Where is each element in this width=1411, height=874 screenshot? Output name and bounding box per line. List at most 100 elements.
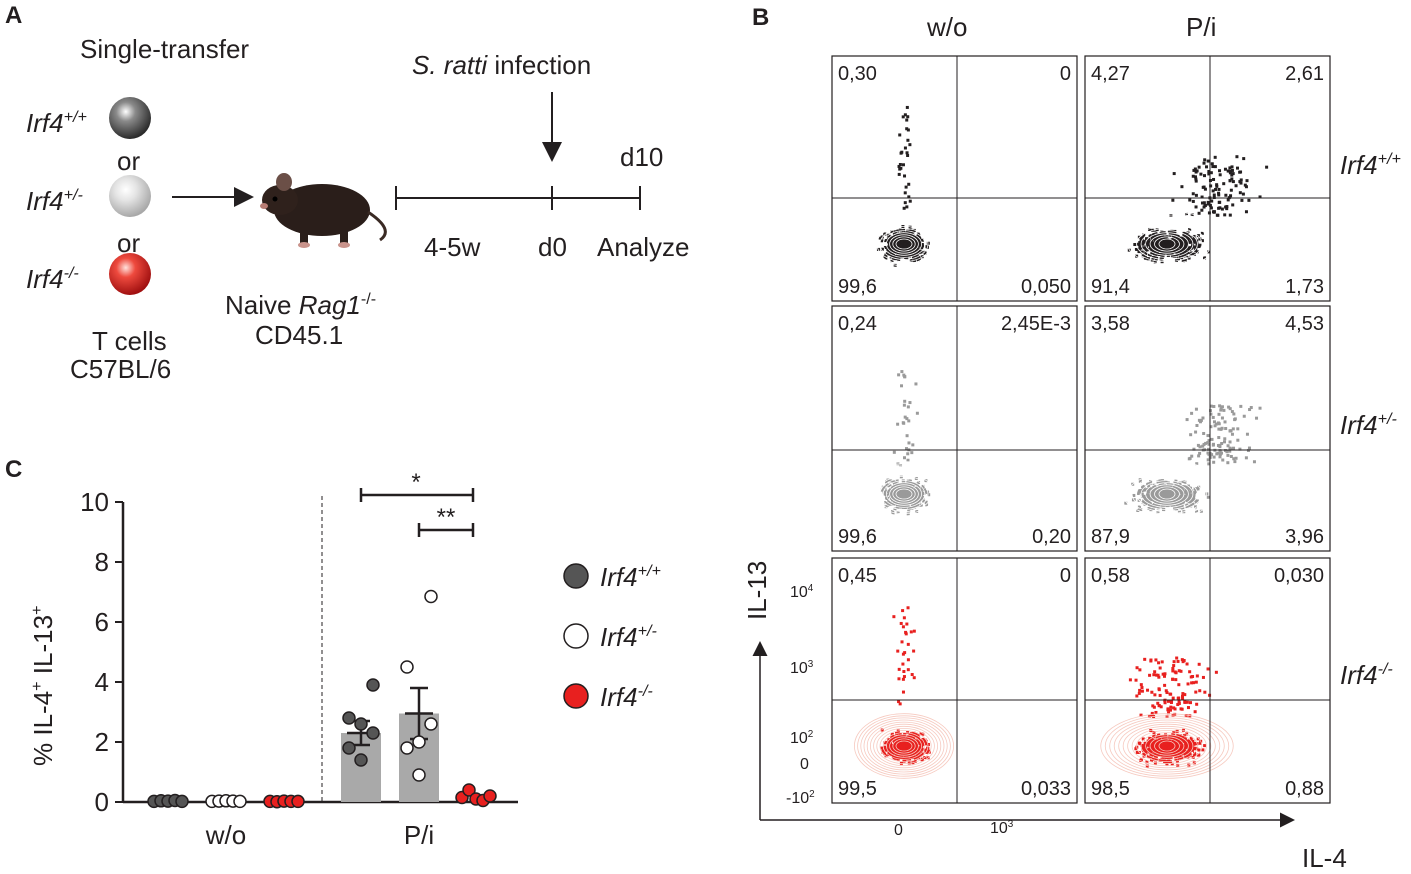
row-label-wt: Irf4+/+: [1340, 150, 1401, 180]
flow-xtick-10-3: 103: [990, 818, 1014, 837]
timeline-d10: d10: [620, 142, 664, 172]
c-ytick-10: 10: [80, 487, 109, 517]
c-point-0-1-2: [354, 753, 368, 767]
flow-panel-1: 4,27 2,61 91,4 1,73: [1084, 55, 1331, 302]
legend-marker-2: [563, 683, 589, 709]
strain-label: C57BL/6: [70, 354, 172, 384]
flow-ytick-0: 0: [800, 756, 809, 773]
panel-c-letter: C: [5, 456, 23, 483]
cells-label: T cells: [92, 326, 167, 356]
cell-icon-het: [109, 175, 151, 217]
quadrant-value-5-lr: 0,88: [1285, 778, 1324, 800]
quadrant-value-3-ul: 3,58: [1091, 313, 1130, 335]
legend-marker-0: [563, 563, 589, 589]
c-sig-star-2: **: [437, 504, 456, 531]
quadrant-value-2-ll: 99,6: [838, 526, 877, 548]
recipient-label: Naive Rag1-/-: [225, 290, 377, 320]
panel-a-letter: A: [5, 2, 23, 29]
timeline-d0: d0: [538, 232, 567, 262]
timeline-analyze: Analyze: [597, 232, 690, 262]
cell-icon-wt: [109, 97, 151, 139]
col-header-wo: w/o: [927, 12, 968, 42]
c-point-1-1-5: [412, 768, 426, 782]
c-ytick-6: 6: [95, 607, 109, 637]
flow-ytick-10-3: 103: [790, 658, 814, 677]
c-point-2-1-1: [462, 783, 476, 797]
quadrant-value-3-ur: 4,53: [1285, 313, 1324, 335]
c-point-1-1-3: [424, 717, 438, 731]
quadrant-value-5-ur: 0,030: [1274, 565, 1324, 587]
x-axis-il4: IL-4: [1302, 843, 1347, 873]
quadrant-value-2-ur: 2,45E-3: [1001, 313, 1071, 335]
legend-label-het: Irf4+/-: [600, 622, 657, 652]
c-ytick-4: 4: [95, 667, 109, 697]
genotype-label-wt: Irf4+/+: [26, 108, 87, 138]
row-label-ko: Irf4-/-: [1340, 660, 1393, 690]
c-point-0-0-4: [175, 794, 189, 809]
c-ytick-0: 0: [95, 787, 109, 817]
genotype-label-ko: Irf4-/-: [26, 264, 79, 294]
flow-panel-4: 0,45 0 99,5 0,033: [831, 557, 1078, 804]
flow-panel-3: 3,58 4,53 87,9 3,96: [1084, 305, 1331, 552]
genotype-label-het: Irf4+/-: [26, 186, 83, 216]
c-point-0-1-3: [366, 726, 380, 740]
quadrant-value-4-lr: 0,033: [1021, 778, 1071, 800]
quadrant-value-1-ul: 4,27: [1091, 63, 1130, 85]
flow-panel-2: 0,24 2,45E-3 99,6 0,20: [831, 305, 1078, 552]
c-point-0-1-0: [342, 711, 356, 725]
infection-label: S. ratti infection: [412, 50, 592, 80]
panel-a-schematic: [109, 92, 641, 295]
flow-ytick-neg: -102: [786, 788, 815, 807]
row-label-het: Irf4+/-: [1340, 410, 1397, 440]
recipient-marker-label: CD45.1: [255, 320, 344, 350]
flow-panel-5: 0,58 0,030 98,5 0,88: [1084, 557, 1331, 804]
or-label-1: or: [117, 146, 141, 176]
quadrant-value-2-lr: 0,20: [1032, 526, 1071, 548]
quadrant-value-5-ul: 0,58: [1091, 565, 1130, 587]
c-ytick-8: 8: [95, 547, 109, 577]
timeline-4-5w: 4-5w: [424, 232, 481, 262]
mouse-icon: [260, 173, 387, 248]
quadrant-value-3-lr: 3,96: [1285, 526, 1324, 548]
flow-cytometry-grid: 0,30 0 99,6 0,050 4,27 2,61 91,4 1,73 0,24 2,45E-…: [752, 55, 1331, 828]
quadrant-value-0-lr: 0,050: [1021, 276, 1071, 298]
quadrant-value-4-ll: 99,5: [838, 778, 877, 800]
quadrant-value-2-ul: 0,24: [838, 313, 877, 335]
quadrant-value-1-ll: 91,4: [1091, 276, 1130, 298]
c-group-label-0: w/o: [205, 820, 246, 850]
c-point-1-1-0: [400, 660, 414, 674]
c-point-0-1-1: [366, 678, 380, 692]
quadrant-value-5-ll: 98,5: [1091, 778, 1130, 800]
quadrant-value-3-ll: 87,9: [1091, 526, 1130, 548]
legend-label-wt: Irf4+/+: [600, 562, 661, 592]
c-sig-star-1: *: [411, 469, 420, 496]
cell-icon-ko: [109, 253, 151, 295]
quadrant-value-1-ur: 2,61: [1285, 63, 1324, 85]
c-point-2-1-4: [483, 789, 497, 803]
flow-ytick-10-4: 104: [790, 582, 814, 601]
c-point-1-0-4: [233, 794, 247, 809]
c-point-1-1-2: [412, 735, 426, 749]
legend-marker-1: [563, 623, 589, 649]
flow-ytick-10-2: 102: [790, 728, 814, 747]
c-point-2-0-4: [291, 794, 305, 809]
legend-label-ko: Irf4-/-: [600, 682, 653, 712]
panel-b-letter: B: [752, 4, 770, 31]
panel-a-title: Single-transfer: [80, 34, 250, 64]
c-point-0-1-5: [354, 717, 368, 731]
col-header-pi: P/i: [1186, 12, 1217, 42]
c-group-label-1: P/i: [404, 820, 434, 850]
c-ytick-2: 2: [95, 727, 109, 757]
or-label-2: or: [117, 228, 141, 258]
quadrant-value-4-ul: 0,45: [838, 565, 877, 587]
quadrant-value-1-lr: 1,73: [1285, 276, 1324, 298]
c-point-1-1-1: [424, 589, 438, 604]
c-point-0-1-4: [342, 741, 356, 755]
c-point-1-1-4: [400, 741, 414, 755]
flow-xtick-0: 0: [894, 822, 903, 839]
quadrant-value-0-ur: 0: [1060, 63, 1071, 85]
quadrant-value-0-ul: 0,30: [838, 63, 877, 85]
quadrant-value-4-ur: 0: [1060, 565, 1071, 587]
